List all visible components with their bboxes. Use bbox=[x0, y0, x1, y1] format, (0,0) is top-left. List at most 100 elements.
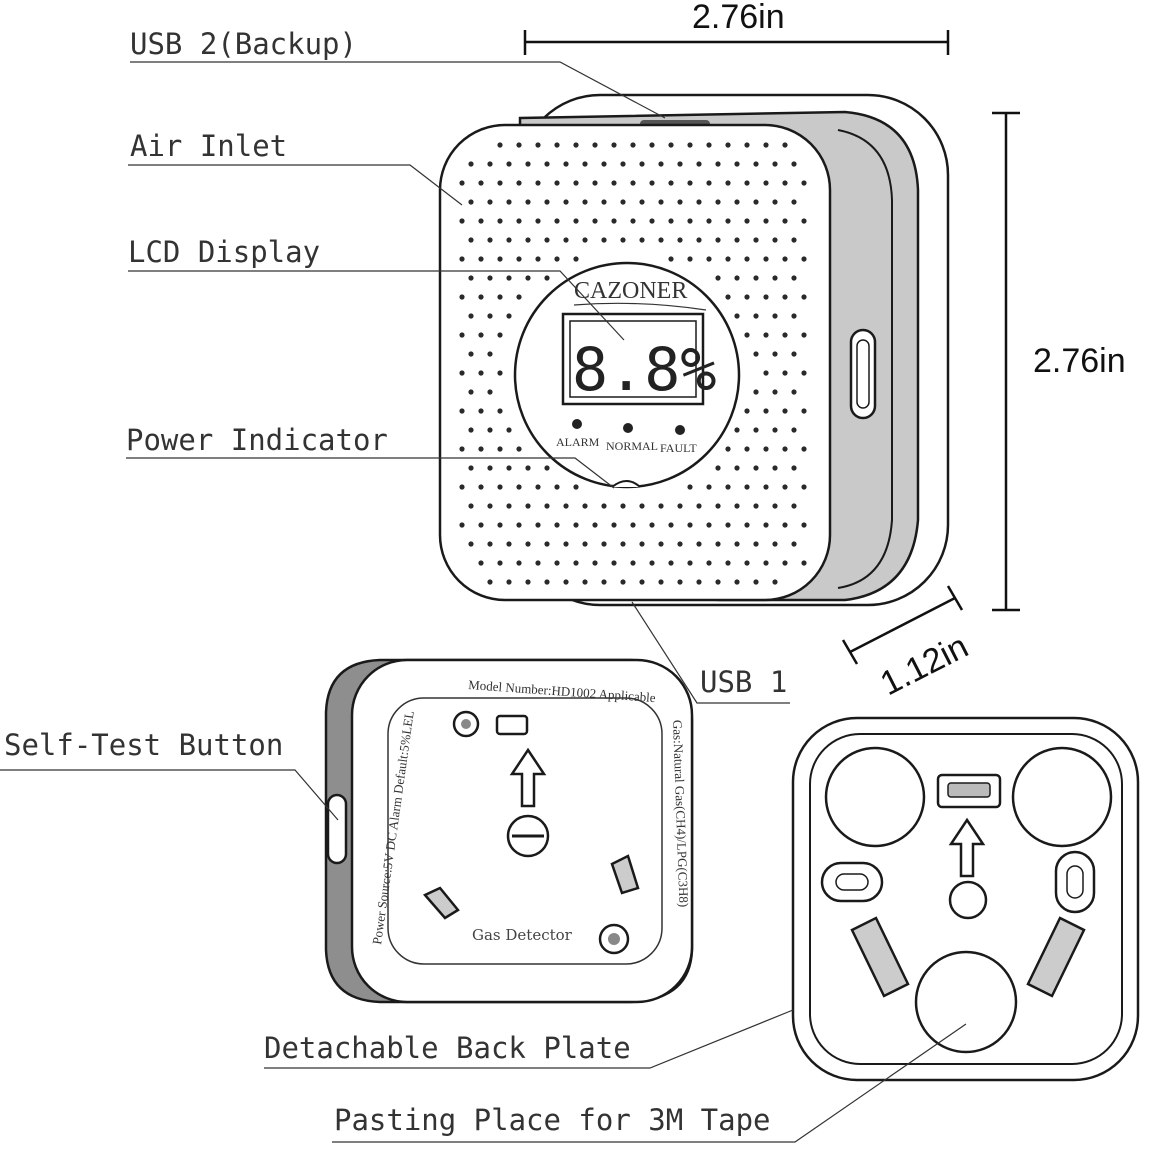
air-hole bbox=[535, 142, 541, 148]
air-hole bbox=[791, 237, 797, 243]
indicator-normal-label: NORMAL bbox=[606, 439, 658, 453]
tape-pad-top-left bbox=[824, 746, 926, 848]
air-hole bbox=[744, 294, 750, 300]
air-hole bbox=[753, 351, 759, 357]
air-hole bbox=[782, 446, 788, 452]
dim-depth-line bbox=[849, 596, 956, 654]
air-hole bbox=[582, 541, 588, 547]
air-hole bbox=[506, 161, 512, 167]
back-screw-top-inner bbox=[461, 719, 471, 729]
air-hole bbox=[573, 484, 579, 490]
callout-usb2: USB 2(Backup) bbox=[130, 27, 357, 61]
air-hole bbox=[525, 275, 531, 281]
air-hole bbox=[620, 503, 626, 509]
air-hole bbox=[468, 465, 474, 471]
air-hole bbox=[734, 541, 740, 547]
air-hole bbox=[639, 503, 645, 509]
air-hole bbox=[544, 275, 550, 281]
air-hole bbox=[601, 541, 607, 547]
air-hole bbox=[544, 579, 550, 585]
leader-lcd bbox=[128, 270, 625, 341]
air-hole bbox=[725, 560, 731, 566]
air-hole bbox=[763, 408, 769, 414]
air-hole bbox=[535, 180, 541, 186]
normal-led bbox=[623, 423, 633, 433]
air-hole bbox=[554, 560, 560, 566]
air-hole bbox=[791, 465, 797, 471]
air-hole bbox=[725, 256, 731, 262]
back-label-gas-detector: Gas Detector bbox=[472, 926, 573, 944]
air-hole bbox=[744, 332, 750, 338]
air-hole bbox=[535, 560, 541, 566]
air-hole bbox=[753, 541, 759, 547]
air-hole bbox=[791, 199, 797, 205]
air-hole bbox=[478, 294, 484, 300]
air-hole bbox=[630, 218, 636, 224]
air-hole bbox=[601, 579, 607, 585]
air-hole bbox=[468, 351, 474, 357]
air-hole bbox=[573, 180, 579, 186]
air-hole bbox=[715, 503, 721, 509]
air-hole bbox=[487, 503, 493, 509]
air-hole bbox=[573, 142, 579, 148]
air-hole bbox=[516, 294, 522, 300]
air-hole bbox=[506, 275, 512, 281]
air-hole bbox=[763, 256, 769, 262]
air-hole bbox=[573, 560, 579, 566]
air-hole bbox=[677, 503, 683, 509]
air-hole bbox=[772, 275, 778, 281]
air-hole bbox=[725, 218, 731, 224]
air-hole bbox=[611, 180, 617, 186]
dim-height-label: 2.76in bbox=[1033, 342, 1126, 380]
air-hole bbox=[487, 427, 493, 433]
air-hole bbox=[687, 256, 693, 262]
air-hole bbox=[801, 180, 807, 186]
back-latch-top bbox=[495, 714, 529, 736]
air-hole bbox=[677, 199, 683, 205]
indicator-alarm-label: ALARM bbox=[556, 435, 600, 449]
air-hole bbox=[506, 503, 512, 509]
air-hole bbox=[744, 446, 750, 452]
air-hole bbox=[506, 237, 512, 243]
air-hole bbox=[516, 180, 522, 186]
air-hole bbox=[487, 199, 493, 205]
brand-logo: CAZONER bbox=[574, 278, 687, 304]
self-test-button[interactable] bbox=[326, 793, 348, 865]
air-hole bbox=[459, 332, 465, 338]
air-hole bbox=[772, 351, 778, 357]
air-hole bbox=[497, 484, 503, 490]
air-hole bbox=[782, 256, 788, 262]
air-hole bbox=[772, 237, 778, 243]
air-hole bbox=[725, 294, 731, 300]
air-hole bbox=[763, 294, 769, 300]
air-hole bbox=[801, 484, 807, 490]
air-hole bbox=[649, 180, 655, 186]
plate-clip-left bbox=[850, 916, 910, 998]
air-hole bbox=[753, 465, 759, 471]
air-hole bbox=[753, 579, 759, 585]
air-hole bbox=[668, 560, 674, 566]
air-hole bbox=[734, 503, 740, 509]
air-hole bbox=[573, 522, 579, 528]
air-hole bbox=[563, 237, 569, 243]
air-hole bbox=[772, 427, 778, 433]
air-hole bbox=[649, 218, 655, 224]
air-hole bbox=[772, 503, 778, 509]
air-hole bbox=[487, 465, 493, 471]
air-hole bbox=[639, 579, 645, 585]
air-hole bbox=[725, 522, 731, 528]
air-hole bbox=[506, 465, 512, 471]
air-hole bbox=[459, 218, 465, 224]
air-hole bbox=[497, 408, 503, 414]
air-hole bbox=[516, 142, 522, 148]
plate-clip-right bbox=[1026, 916, 1086, 998]
air-hole bbox=[573, 218, 579, 224]
air-hole bbox=[677, 579, 683, 585]
air-hole bbox=[696, 579, 702, 585]
air-hole bbox=[620, 237, 626, 243]
air-hole bbox=[478, 408, 484, 414]
air-hole bbox=[478, 484, 484, 490]
air-hole bbox=[763, 370, 769, 376]
dim-depth-tick-left bbox=[841, 639, 859, 665]
air-hole bbox=[592, 142, 598, 148]
